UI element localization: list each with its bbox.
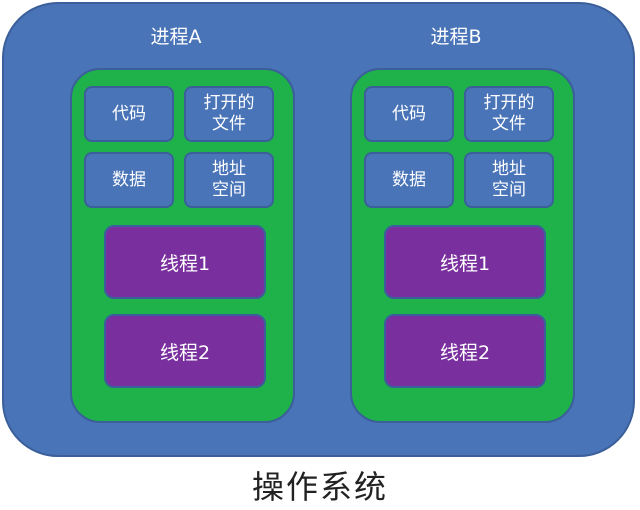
- process-b-thread-1: 线程1: [384, 225, 546, 299]
- process-b-address-space: 地址 空间: [464, 152, 554, 208]
- process-a-thread-1: 线程1: [104, 225, 266, 299]
- process-b-code: 代码: [364, 86, 454, 142]
- operating-system-label: 操作系统: [251, 468, 388, 506]
- process-b-thread-2: 线程2: [384, 314, 546, 388]
- process-a-thread-2: 线程2: [104, 314, 266, 388]
- process-a-open-files: 打开的 文件: [184, 86, 274, 142]
- process-a-address-space: 地址 空间: [184, 152, 274, 208]
- process-b-data: 数据: [364, 152, 454, 208]
- process-b-open-files: 打开的 文件: [464, 86, 554, 142]
- process-b-box: 代码 打开的 文件 数据 地址 空间 线程1 线程2: [350, 68, 575, 423]
- process-a-data: 数据: [84, 152, 174, 208]
- process-b-title: 进程B: [430, 26, 482, 48]
- operating-system-box: 进程A 代码 打开的 文件 数据 地址 空间 线程1 线程2 进程B 代码 打开…: [2, 2, 635, 457]
- process-a-title: 进程A: [150, 26, 202, 48]
- process-a-box: 代码 打开的 文件 数据 地址 空间 线程1 线程2: [70, 68, 295, 423]
- process-a-code: 代码: [84, 86, 174, 142]
